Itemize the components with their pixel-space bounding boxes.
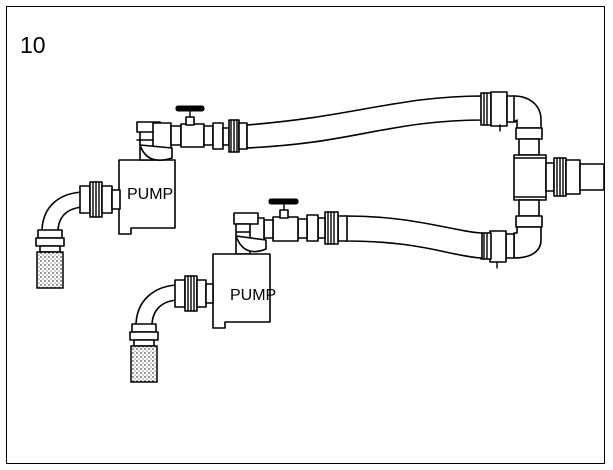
figure-number: 10 bbox=[20, 32, 46, 58]
top-hose bbox=[246, 95, 483, 149]
hose-coupling-icon bbox=[212, 119, 248, 153]
valve-handle-icon[interactable] bbox=[268, 198, 299, 205]
top-suction-line bbox=[35, 181, 121, 289]
tee-fitting-icon bbox=[513, 154, 605, 228]
strainer-icon bbox=[130, 345, 158, 383]
bottom-elbow bbox=[513, 226, 542, 259]
bottom-valve bbox=[263, 198, 308, 242]
top-right-coupling bbox=[480, 91, 516, 132]
top-elbow bbox=[513, 95, 542, 129]
bottom-pump-body: PUMP bbox=[212, 253, 276, 329]
top-pump-assembly: PUMP bbox=[35, 91, 543, 289]
top-pump-label: PUMP bbox=[127, 186, 173, 203]
valve-handle-icon[interactable] bbox=[175, 105, 205, 112]
bottom-hose bbox=[345, 215, 483, 259]
bottom-suction-line bbox=[129, 275, 214, 383]
bottom-pump-label: PUMP bbox=[230, 287, 276, 304]
top-discharge-riser bbox=[136, 121, 173, 161]
bottom-discharge-riser bbox=[233, 212, 267, 255]
bottom-pump-assembly: PUMP bbox=[129, 198, 542, 383]
top-pump-body: PUMP bbox=[118, 159, 176, 235]
top-valve bbox=[170, 105, 214, 148]
bottom-right-coupling bbox=[480, 230, 515, 269]
bottom-coupling bbox=[306, 211, 348, 245]
strainer-icon bbox=[36, 251, 64, 289]
